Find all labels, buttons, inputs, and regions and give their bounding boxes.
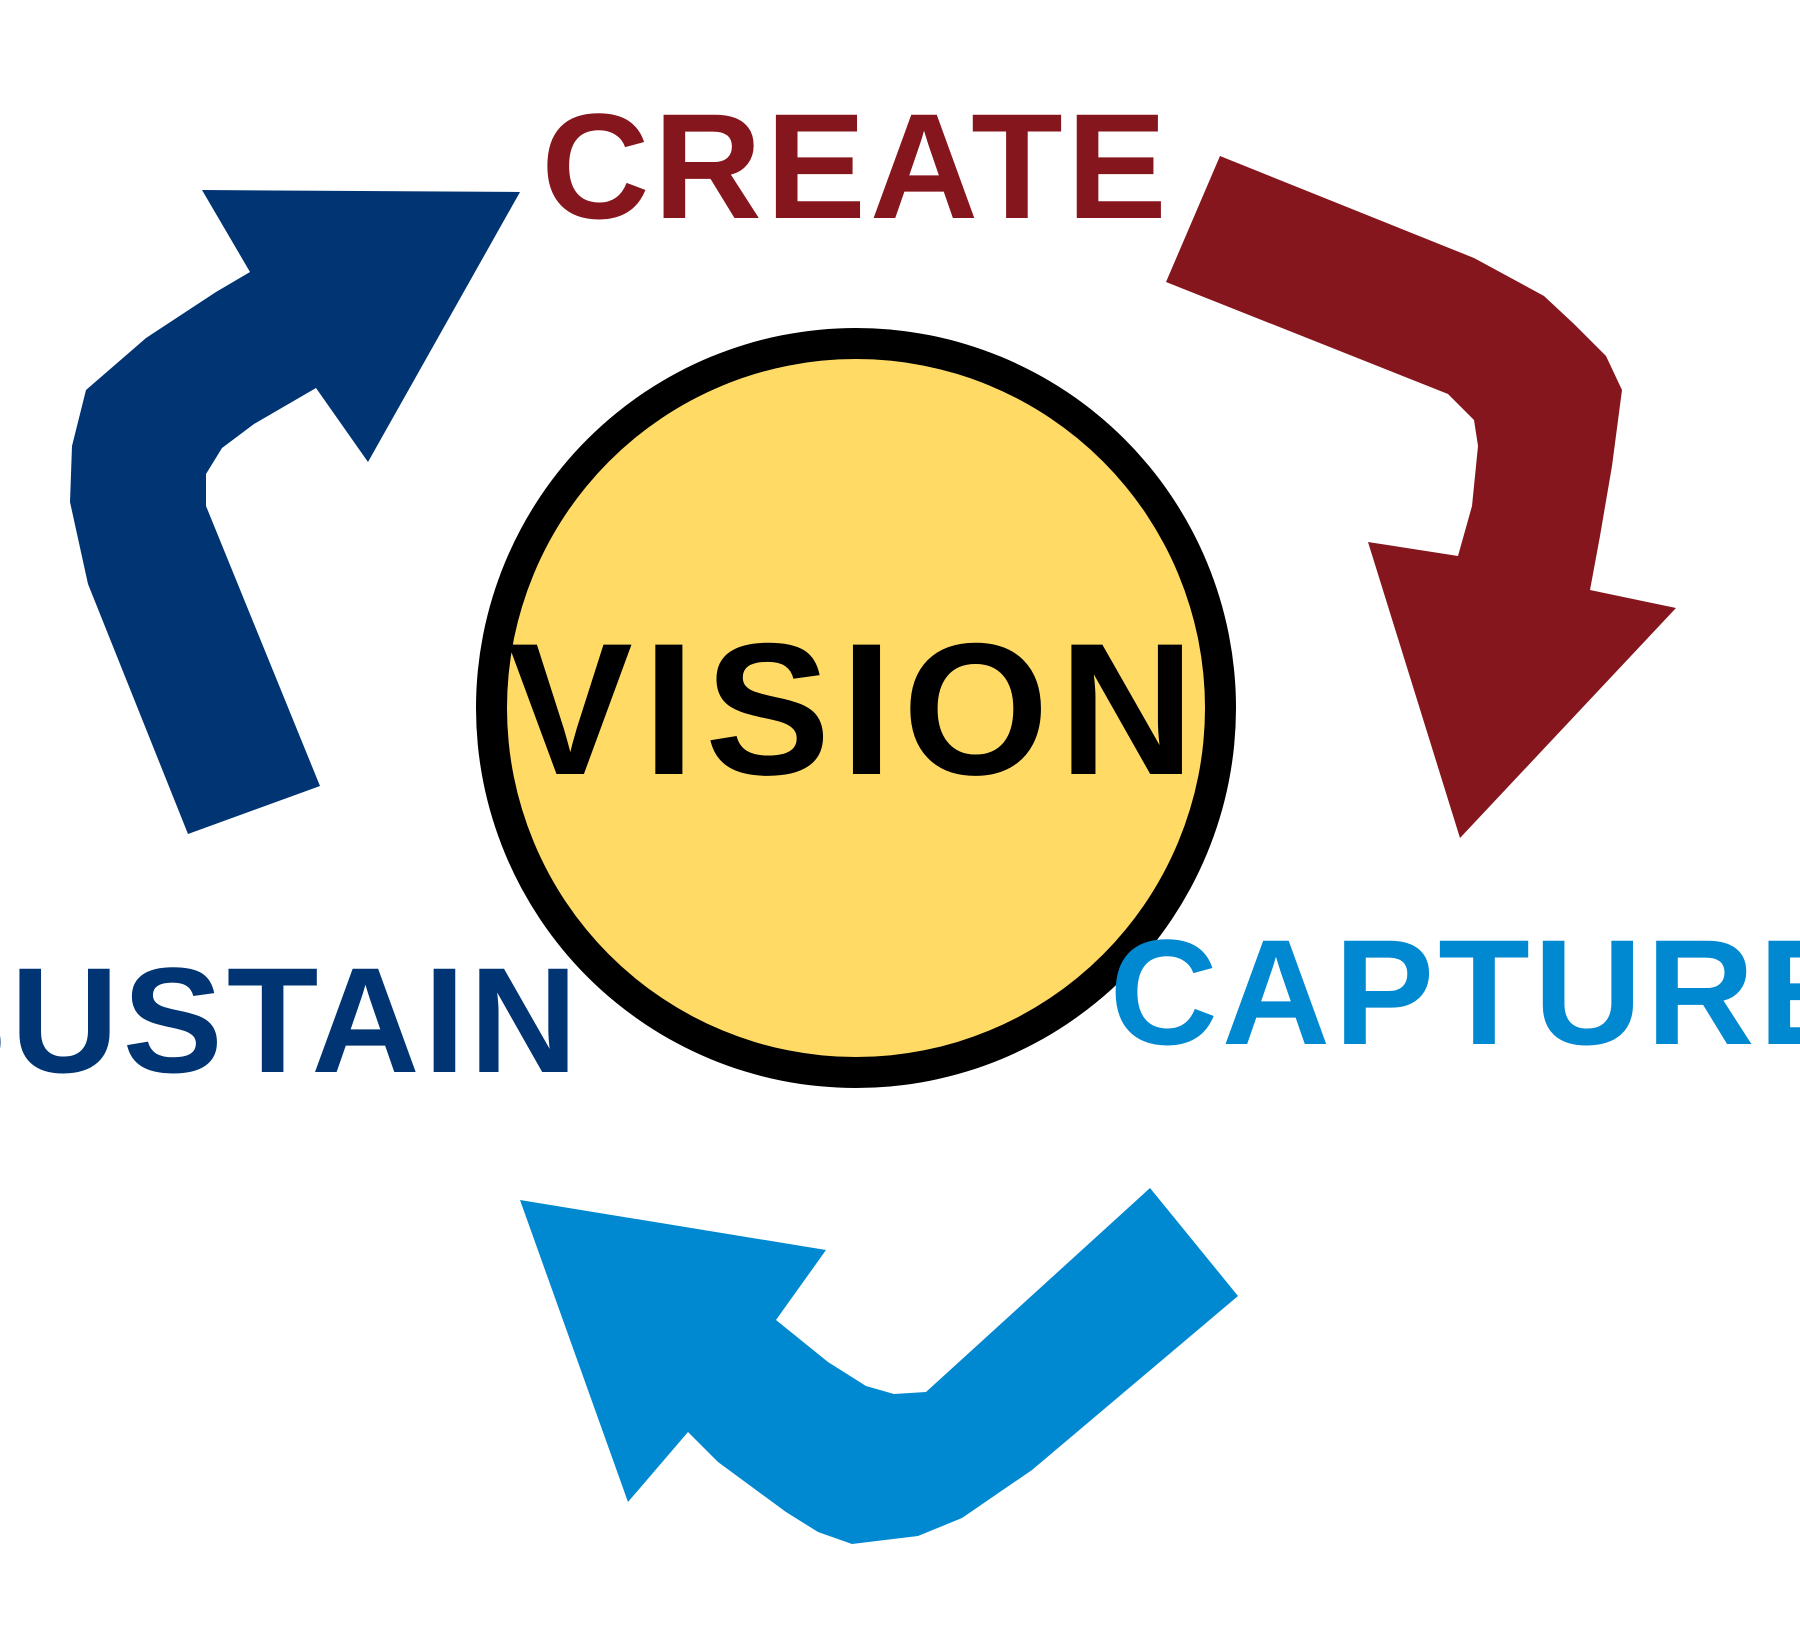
stage-label-create: CREATE: [541, 82, 1171, 250]
curved-arrow-icon: [70, 190, 520, 834]
stage-label-sustain: SUSTAIN: [0, 936, 582, 1104]
arrow-capture-to-sustain: [520, 1188, 1238, 1544]
arrow-create-to-capture: [1166, 156, 1676, 838]
curved-arrow-icon: [520, 1188, 1238, 1544]
vision-label: VISION: [507, 604, 1204, 814]
vision-core: [507, 359, 1205, 1057]
stage-label-capture: CAPTURE: [1109, 908, 1800, 1076]
curved-arrow-icon: [1166, 156, 1676, 838]
arrow-sustain-to-create: [70, 190, 520, 834]
vision-node: VISION: [476, 328, 1236, 1088]
